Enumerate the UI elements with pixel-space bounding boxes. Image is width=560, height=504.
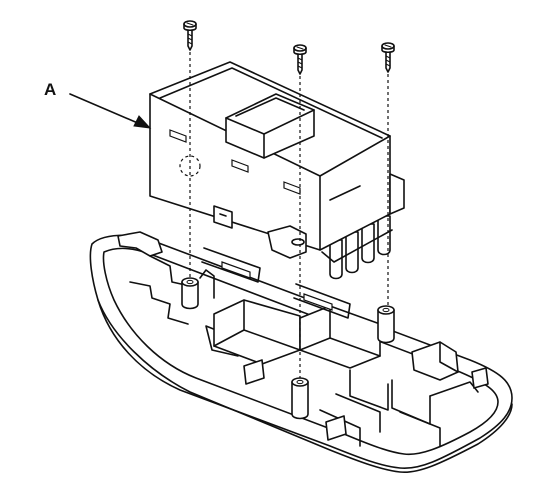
- screw-boss-right: [377, 305, 395, 344]
- screw-middle: [293, 44, 307, 75]
- switch-module: [149, 61, 405, 280]
- callout-arrow-a: [69, 93, 152, 129]
- screw-right: [381, 42, 395, 73]
- screw-boss-middle: [291, 377, 309, 420]
- screw-boss-left: [181, 269, 215, 310]
- lower-housing: [89, 231, 513, 474]
- callout-label-a: A: [44, 80, 57, 99]
- screw-left: [183, 20, 197, 51]
